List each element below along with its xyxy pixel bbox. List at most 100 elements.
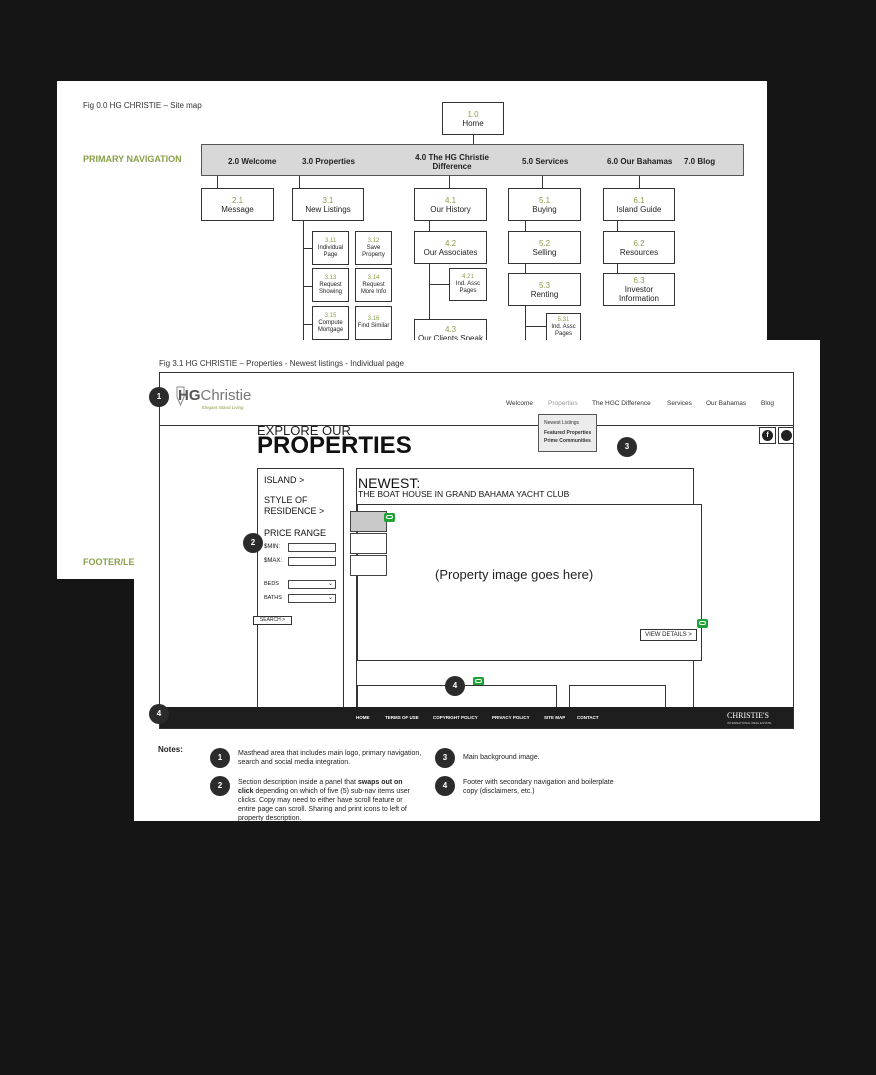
node-number: 3.15 xyxy=(324,312,337,319)
annotation-badge-3: 3 xyxy=(617,437,637,457)
sitemap-node-home: 1.0 Home xyxy=(442,102,504,135)
node-number: 3.11 xyxy=(324,237,337,244)
node-number: 5.3 xyxy=(538,280,551,290)
thumbnail-3[interactable] xyxy=(350,555,387,576)
nav-services[interactable]: Services xyxy=(667,400,692,407)
max-price-input[interactable] xyxy=(288,557,336,566)
connector-line xyxy=(525,326,546,327)
note-text-4: Footer with secondary navigation and boi… xyxy=(463,779,614,795)
nav-welcome[interactable]: Welcome xyxy=(506,400,533,407)
nav-hgc-difference[interactable]: The HGC Difference xyxy=(592,400,651,407)
connector-line xyxy=(429,221,430,231)
comment-icon[interactable] xyxy=(384,513,395,522)
node-number: 6.2 xyxy=(633,238,645,248)
search-button[interactable]: SEARCH > xyxy=(253,616,292,625)
sitemap-node-3-14: 3.14 Request More Info xyxy=(355,268,392,302)
twitter-icon[interactable] xyxy=(778,427,793,444)
properties-heading: PROPERTIES xyxy=(257,432,412,459)
sitemap-node-3-16: 3.16 Find Similar xyxy=(355,306,392,340)
thumbnail-1[interactable] xyxy=(350,511,387,532)
node-label: Renting xyxy=(530,289,559,299)
min-price-input[interactable] xyxy=(288,543,336,552)
node-label: Message xyxy=(221,204,254,214)
dropdown-prime-communities[interactable]: Prime Communities xyxy=(544,438,591,444)
connector-line xyxy=(303,324,312,325)
node-label: New Listings xyxy=(305,204,351,214)
note-badge-1: 1 xyxy=(210,748,230,768)
node-number: 4.21 xyxy=(462,274,474,280)
primary-navigation-label: PRIMARY NAVIGATION xyxy=(83,154,182,164)
node-label: Resources xyxy=(619,247,659,257)
baths-label: BATHS xyxy=(264,595,282,601)
footer-link-home[interactable]: HOME xyxy=(356,715,370,720)
filter-island[interactable]: ISLAND > xyxy=(264,475,305,485)
baths-select[interactable]: ⌄ xyxy=(288,594,336,603)
sitemap-node-2-1: 2.1 Message xyxy=(201,188,274,221)
note-badge-2: 2 xyxy=(210,776,230,796)
connector-line xyxy=(542,176,543,188)
min-price-label: $MIN: xyxy=(264,544,281,550)
node-number: 3.14 xyxy=(367,274,380,281)
footer-bar: HOME TERMS OF USE COPYRIGHT POLICY PRIVA… xyxy=(160,707,793,728)
note-text-2-pre: Section description inside a panel that xyxy=(238,779,358,786)
thumbnail-2[interactable] xyxy=(350,533,387,554)
connector-line xyxy=(429,284,449,285)
footer-link-terms[interactable]: TERMS OF USE xyxy=(385,715,419,720)
sitemap-node-3-11: 3.11 Individual Page xyxy=(312,231,349,265)
image-placeholder-text: (Property image goes here) xyxy=(435,567,594,582)
node-label: Ind. Assc Pages xyxy=(551,323,576,337)
footer-link-contact[interactable]: CONTACT xyxy=(577,715,599,720)
note-text-2: Section description inside a panel that … xyxy=(238,778,420,821)
note-badge-4: 4 xyxy=(435,776,455,796)
comment-icon[interactable] xyxy=(473,677,484,686)
node-label: Individual Page xyxy=(317,244,344,258)
chevron-down-icon: ⌄ xyxy=(327,595,333,601)
nav-our-bahamas[interactable]: Our Bahamas xyxy=(706,400,747,407)
node-label: Ind. Assc Pages xyxy=(455,281,481,294)
facebook-icon[interactable]: f xyxy=(759,427,776,444)
footer-link-privacy[interactable]: PRIVACY POLICY xyxy=(492,715,530,720)
beds-select[interactable]: ⌄ xyxy=(288,580,336,589)
view-details-button[interactable]: VIEW DETAILS > xyxy=(640,629,697,641)
note-text-1: Masthead area that includes main logo, p… xyxy=(238,750,422,766)
logo-name: Christie xyxy=(200,387,252,404)
sitemap-node-6-2: 6.2 Resources xyxy=(603,231,675,264)
footer-link-sitemap[interactable]: SITE MAP xyxy=(544,715,566,720)
nav-blog[interactable]: Blog xyxy=(761,400,775,407)
wireframe-figure-title: Fig 3.1 HG CHRISTIE – Properties - Newes… xyxy=(159,359,404,368)
dropdown-newest-listings[interactable]: Newest Listings xyxy=(544,420,580,426)
sitemap-node-6-3: 6.3 Investor Information xyxy=(603,273,675,306)
node-number: 1.0 xyxy=(467,109,479,119)
comment-icon[interactable] xyxy=(697,619,708,628)
sitemap-nav-bahamas: 6.0 Our Bahamas xyxy=(607,157,673,166)
node-label: Buying xyxy=(532,204,557,214)
node-number: 3.16 xyxy=(367,316,380,322)
node-number: 6.1 xyxy=(633,195,645,205)
sitemap-nav-services: 5.0 Services xyxy=(522,157,569,166)
price-range-label: PRICE RANGE xyxy=(264,528,327,538)
note-badge-3: 3 xyxy=(435,748,455,768)
logo[interactable]: HGChristie xyxy=(178,387,251,404)
sitemap-node-3-15: 3.15 Compute Mortgage xyxy=(312,306,349,340)
christies-logo: CHRISTIE'S xyxy=(727,711,769,720)
sitemap-node-5-2: 5.2 Selling xyxy=(508,231,581,264)
sitemap-node-5-1: 5.1 Buying xyxy=(508,188,581,221)
node-label: Investor Information xyxy=(618,285,660,303)
filter-style-of-residence[interactable]: STYLE OF RESIDENCE > xyxy=(264,495,325,516)
sitemap-node-5-31: 5.31 Ind. Assc Pages xyxy=(546,313,581,341)
sitemap-node-6-1: 6.1 Island Guide xyxy=(603,188,675,221)
sitemap-nav-difference: 4.0 The HG Christie Difference xyxy=(415,153,489,171)
sitemap-nav-properties: 3.0 Properties xyxy=(302,157,355,166)
footer-link-copyright[interactable]: COPYRIGHT POLICY xyxy=(433,715,478,720)
footer-label: FOOTER/LE xyxy=(83,557,135,567)
nav-properties[interactable]: Properties xyxy=(548,400,578,407)
beds-label: BEDS xyxy=(264,581,279,587)
node-label: Request Showing xyxy=(318,281,342,295)
annotation-badge-4-footer: 4 xyxy=(149,704,169,724)
node-number: 5.1 xyxy=(538,195,551,205)
node-number: 3.12 xyxy=(367,237,380,244)
connector-line xyxy=(473,135,474,144)
christies-logo-sub: INTERNATIONAL REAL ESTATE xyxy=(727,721,772,725)
dropdown-featured-properties[interactable]: Featured Properties xyxy=(544,430,592,436)
note-text-3: Main background image. xyxy=(463,754,540,761)
